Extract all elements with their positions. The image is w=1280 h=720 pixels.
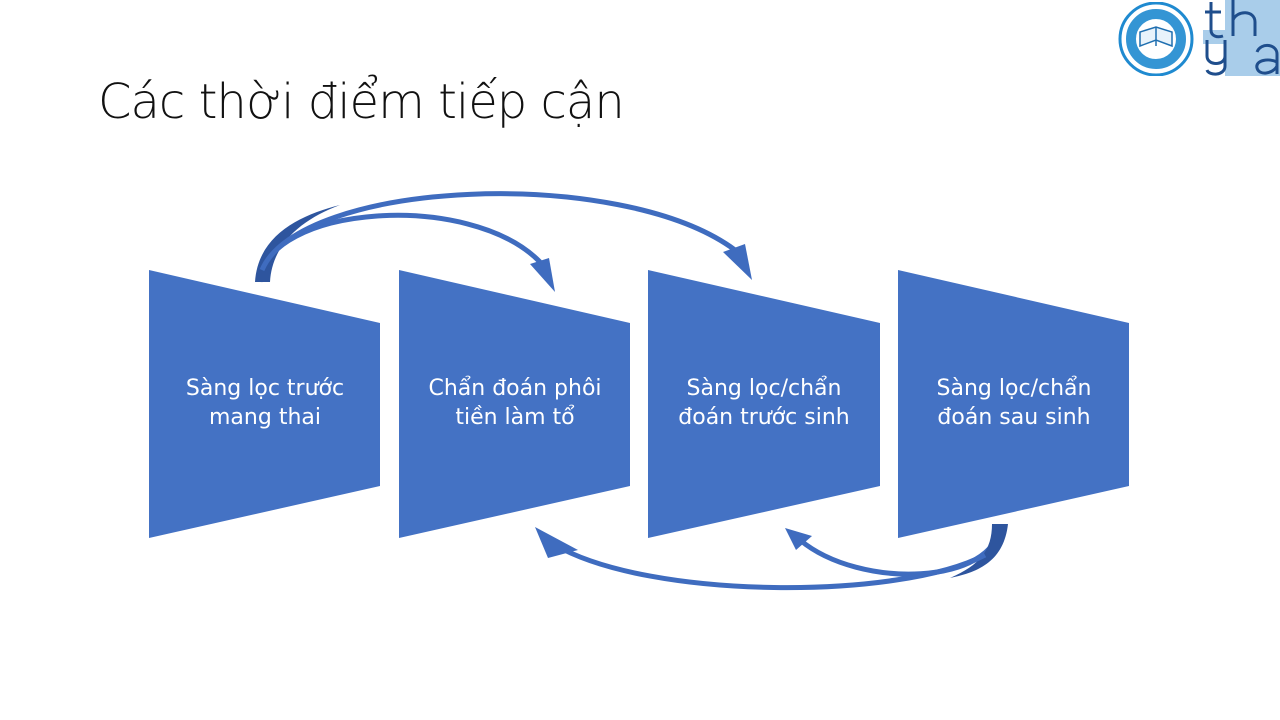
stage-label-3: Sàng lọc/chẩn đoán trước sinh bbox=[648, 374, 880, 432]
stage-label-2-line2: tiền làm tổ bbox=[455, 405, 575, 430]
stage-label-3-line1: Sàng lọc/chẩn bbox=[686, 376, 842, 401]
department-logo bbox=[1203, 0, 1280, 76]
curved-arrow-4-to-2 bbox=[535, 527, 987, 591]
stage-label-2-line1: Chẩn đoán phôi bbox=[428, 376, 602, 401]
stage-label-4-line1: Sàng lọc/chẩn bbox=[936, 376, 1092, 401]
stage-label-1: Sàng lọc trước mang thai bbox=[149, 374, 381, 432]
stage-label-2: Chẩn đoán phôi tiền làm tổ bbox=[399, 374, 631, 432]
stage-shape-1 bbox=[149, 270, 380, 538]
stage-label-1-line2: mang thai bbox=[209, 405, 321, 430]
stage-shape-2 bbox=[399, 270, 630, 538]
university-seal-logo bbox=[1118, 2, 1194, 76]
stage-shape-3 bbox=[648, 270, 880, 538]
stage-label-1-line1: Sàng lọc trước bbox=[185, 376, 345, 401]
stage-label-3-line2: đoán trước sinh bbox=[678, 405, 850, 430]
stage-shape-4 bbox=[898, 270, 1129, 538]
slide-title: Các thời điểm tiếp cận bbox=[98, 74, 625, 130]
curved-arrow-1-to-3 bbox=[259, 191, 752, 280]
curved-arrow-4-to-3 bbox=[785, 524, 1008, 578]
stage-label-4: Sàng lọc/chẩn đoán sau sinh bbox=[898, 374, 1130, 432]
stage-label-4-line2: đoán sau sinh bbox=[937, 405, 1091, 430]
